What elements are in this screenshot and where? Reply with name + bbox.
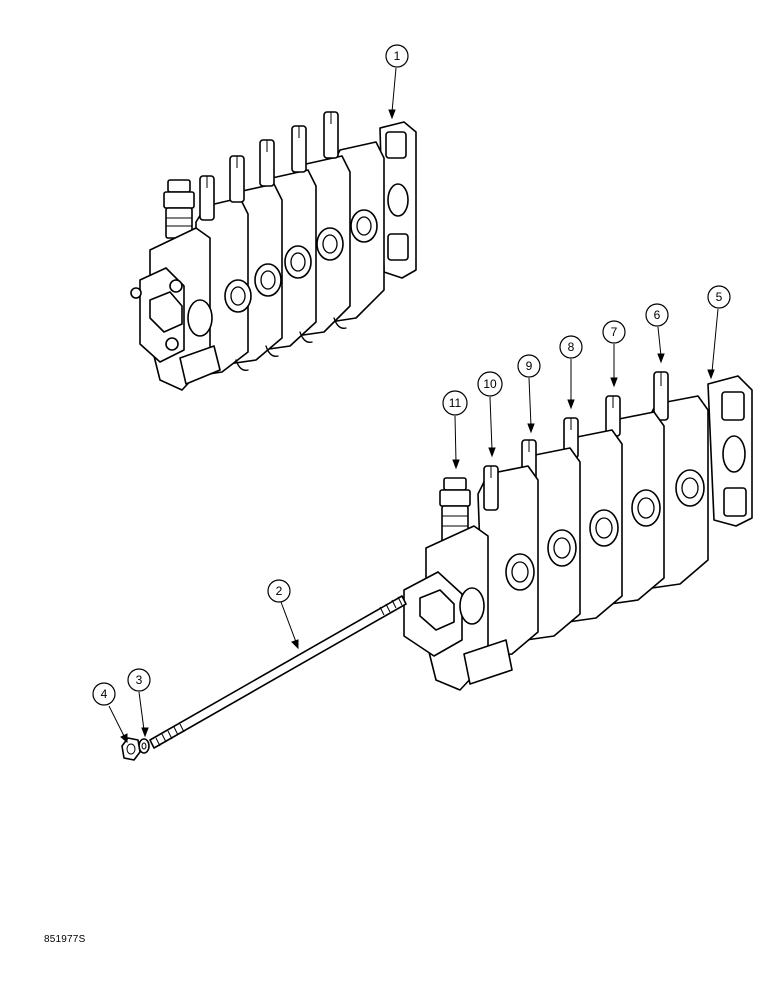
- exploded-control-valve: [403, 371, 753, 691]
- callout-1: 1: [385, 44, 409, 68]
- callout-10: 10: [477, 371, 503, 397]
- svg-text:10: 10: [483, 377, 497, 391]
- figure-number: 851977S: [44, 934, 86, 945]
- callout-4: 4: [92, 682, 116, 706]
- callout-7: 7: [602, 320, 626, 344]
- svg-text:1: 1: [394, 49, 401, 63]
- callout-5: 5: [707, 285, 731, 309]
- callout-9: 9: [517, 354, 541, 378]
- callout-3: 3: [127, 668, 151, 692]
- svg-text:9: 9: [526, 359, 533, 373]
- svg-text:6: 6: [654, 308, 661, 322]
- svg-text:11: 11: [449, 396, 462, 410]
- svg-text:4: 4: [101, 687, 108, 701]
- lock-washer-3: [138, 738, 150, 754]
- hex-nut-4: [121, 737, 141, 761]
- outlet-end-cover: [707, 375, 753, 527]
- inlet-section: [403, 525, 513, 691]
- spool-section-10: [477, 465, 539, 659]
- assembled-spools: [199, 111, 339, 221]
- assembled-spool-sections: [195, 141, 385, 377]
- svg-text:3: 3: [136, 673, 143, 687]
- callout-leaders: [108, 67, 719, 744]
- assembled-relief-valve: [163, 179, 195, 239]
- tie-rod-2: [149, 595, 407, 749]
- svg-text:5: 5: [716, 290, 723, 304]
- svg-text:7: 7: [611, 325, 618, 339]
- callout-6: 6: [645, 303, 669, 327]
- svg-text:8: 8: [568, 340, 575, 354]
- callout-2: 2: [267, 579, 291, 603]
- callout-11: 11: [442, 390, 468, 416]
- callout-8: 8: [559, 335, 583, 359]
- svg-text:2: 2: [276, 584, 283, 598]
- assembled-control-valve: [130, 111, 417, 391]
